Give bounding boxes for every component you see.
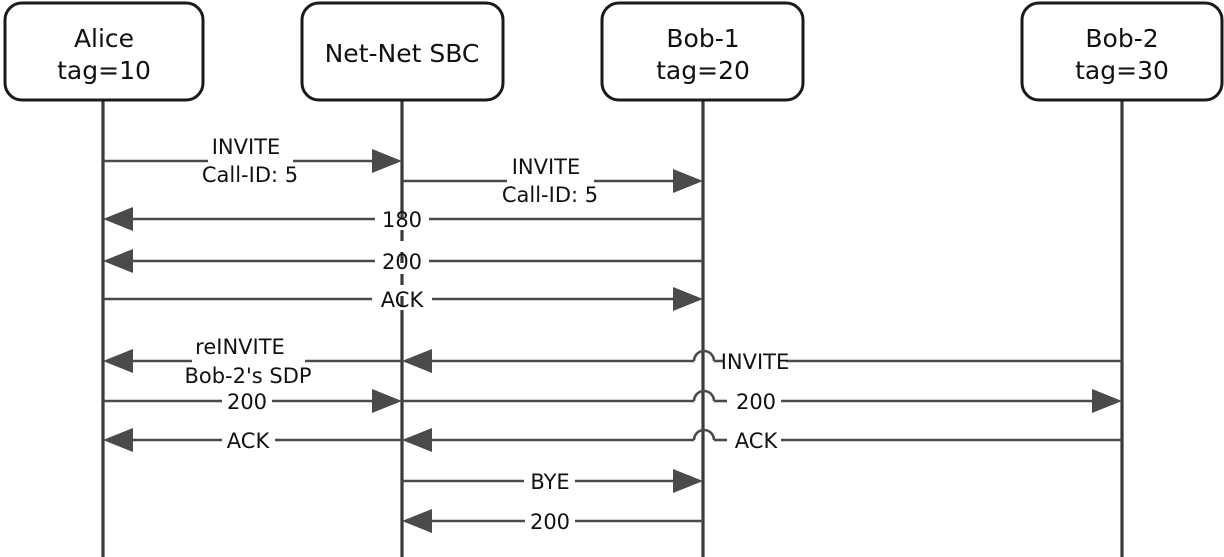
line-hop-arc-icon	[692, 389, 716, 402]
msg-label-200: 200	[736, 390, 776, 414]
arrowhead-left-icon	[402, 428, 432, 452]
message-ack-alice-bob1[interactable]: ACK	[103, 287, 703, 312]
msg-label-bye: BYE	[530, 470, 569, 494]
message-reinvite-sbc-alice[interactable]: reINVITE Bob-2's SDP	[103, 335, 402, 388]
message-invite-bob2-sbc[interactable]: INVITE	[402, 349, 1122, 374]
participant-tag-bob1: tag=20	[656, 56, 750, 85]
line-hop-arc-icon	[692, 428, 716, 441]
msg-label-reinvite: reINVITE	[195, 335, 285, 359]
participant-box-alice[interactable]	[3, 1, 205, 102]
msg-label-200: 200	[227, 390, 267, 414]
msg-label-ack: ACK	[227, 429, 271, 453]
msg-label-ack: ACK	[735, 429, 779, 453]
msg-label-200: 200	[530, 510, 570, 534]
msg-label-invite: INVITE	[512, 155, 581, 179]
message-200-bob1-alice[interactable]: 200	[103, 249, 703, 274]
participant-tag-alice: tag=10	[57, 56, 151, 85]
participant-tag-bob2: tag=30	[1075, 56, 1169, 85]
message-invite-alice-sbc[interactable]: INVITE Call-ID: 5	[103, 135, 402, 187]
line-hop-arc-icon	[692, 349, 716, 362]
arrowhead-left-icon	[402, 349, 432, 373]
arrowhead-right-icon	[1092, 389, 1122, 413]
arrowhead-right-icon	[372, 149, 402, 173]
msg-label-callid: Call-ID: 5	[502, 183, 598, 207]
participant-sbc[interactable]: Net-Net SBC	[300, 1, 505, 102]
message-ack-bob2-sbc[interactable]: ACK	[402, 428, 1122, 453]
participant-boxes: Alice tag=10 Net-Net SBC Bob-1 tag=20 Bo…	[3, 1, 1224, 102]
participant-bob2[interactable]: Bob-2 tag=30	[1020, 1, 1224, 102]
message-200-alice-sbc[interactable]: 200	[103, 389, 402, 414]
arrowhead-left-icon	[103, 428, 133, 452]
message-180-bob1-alice[interactable]: 180	[103, 207, 703, 232]
participant-bob1[interactable]: Bob-1 tag=20	[600, 1, 805, 102]
lifelines	[101, 100, 1124, 557]
arrowhead-left-icon	[103, 207, 133, 231]
participant-name-bob1: Bob-1	[666, 24, 739, 53]
arrowhead-right-icon	[372, 389, 402, 413]
arrowhead-right-icon	[673, 169, 703, 193]
arrowhead-left-icon	[103, 349, 133, 373]
message-bye-sbc-bob1[interactable]: BYE	[402, 469, 703, 494]
arrowhead-left-icon	[402, 509, 432, 533]
participant-box-sbc[interactable]	[300, 1, 505, 102]
msg-label-invite: INVITE	[721, 350, 790, 374]
arrowhead-left-icon	[103, 249, 133, 273]
message-200-bob1-sbc[interactable]: 200	[402, 509, 703, 534]
message-200-sbc-bob2[interactable]: 200	[402, 389, 1122, 414]
msg-label-invite: INVITE	[212, 135, 281, 159]
msg-label-bob2-sdp: Bob-2's SDP	[184, 364, 311, 388]
msg-label-callid: Call-ID: 5	[202, 163, 298, 187]
participant-name-alice: Alice	[74, 24, 134, 53]
message-invite-sbc-bob1[interactable]: INVITE Call-ID: 5	[402, 155, 703, 207]
msg-label-200: 200	[382, 250, 422, 274]
participant-box-bob2[interactable]	[1020, 1, 1224, 102]
participant-name-bob2: Bob-2	[1085, 24, 1158, 53]
msg-label-180: 180	[382, 208, 422, 232]
msg-label-ack: ACK	[381, 288, 425, 312]
participant-box-bob1[interactable]	[600, 1, 805, 102]
arrowhead-right-icon	[673, 287, 703, 311]
participant-alice[interactable]: Alice tag=10	[3, 1, 205, 102]
arrowhead-right-icon	[673, 469, 703, 493]
message-ack-sbc-alice[interactable]: ACK	[103, 428, 402, 453]
participant-name-sbc: Net-Net SBC	[325, 39, 480, 68]
